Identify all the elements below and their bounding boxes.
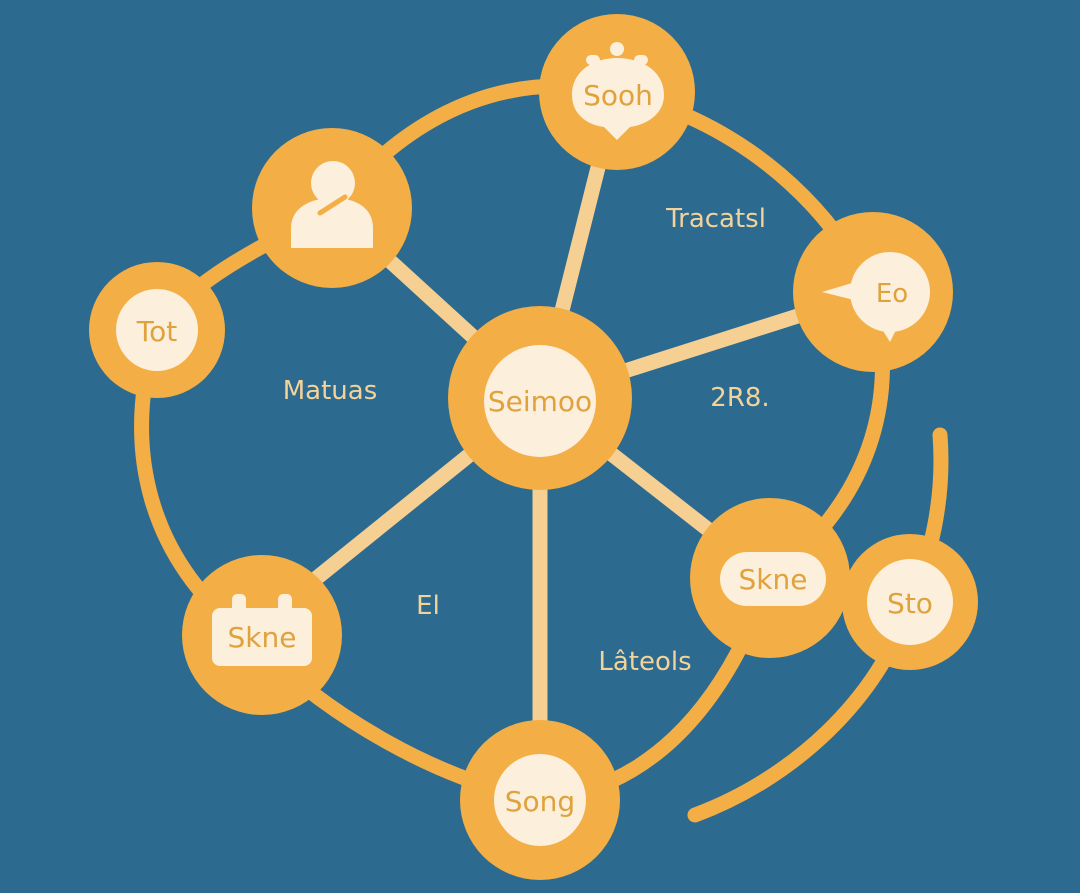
node-sooh[interactable]: Sooh <box>539 14 695 170</box>
node-skne-left-label: Skne <box>228 621 297 654</box>
region-label-2r8: 2R8. <box>710 383 769 413</box>
node-person[interactable] <box>252 128 412 288</box>
node-tot[interactable]: Tot <box>89 262 225 398</box>
node-song-label: Song <box>505 785 575 818</box>
region-label-tracatsl: Tracatsl <box>665 204 766 234</box>
node-sto-label: Sto <box>887 587 933 620</box>
node-eo[interactable]: Eo <box>793 212 953 372</box>
bell-speech-bubble-icon <box>572 42 664 140</box>
node-skne-right-label: Skne <box>739 563 808 596</box>
region-label-matuas: Matuas <box>283 376 378 406</box>
region-label-lateols: Lâteols <box>598 647 691 677</box>
region-labels: Tracatsl Matuas 2R8. El Lâteols <box>283 204 770 677</box>
node-tot-label: Tot <box>136 315 177 348</box>
calendar-icon <box>212 594 312 666</box>
node-eo-label: Eo <box>876 279 908 309</box>
node-sooh-label: Sooh <box>583 79 653 112</box>
region-label-el: El <box>416 591 440 621</box>
node-skne-right[interactable]: Skne <box>690 498 850 658</box>
center-node-label: Seimoo <box>488 385 592 418</box>
node-sto[interactable]: Sto <box>842 534 978 670</box>
center-node[interactable]: Seimoo <box>448 306 632 490</box>
node-song[interactable]: Song <box>460 720 620 880</box>
person-icon <box>291 161 373 248</box>
speech-bubble-icon <box>822 252 930 342</box>
node-skne-left[interactable]: Skne <box>182 555 342 715</box>
